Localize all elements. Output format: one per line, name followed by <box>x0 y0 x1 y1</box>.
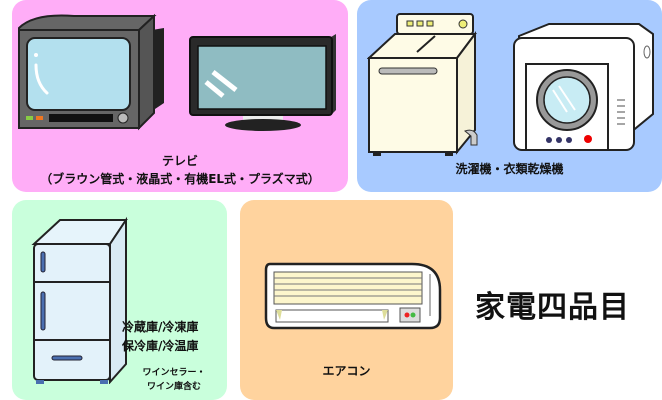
crt-tv-icon <box>18 13 164 131</box>
fridge-note-line1: ワインセラー・ <box>142 368 206 378</box>
refrigerator-panel: 冷蔵庫/冷凍庫 保冷庫/冷温庫 ワインセラー・ ワイン庫含む <box>12 200 227 400</box>
flat-tv-icon <box>189 34 336 131</box>
tv-panel: テレビ （ブラウン管式・液晶式・有機EL式・プラズマ式） <box>12 0 348 192</box>
air-conditioner-panel: エアコン <box>240 200 453 400</box>
refrigerator-icon <box>31 216 128 384</box>
tv-label: テレビ <box>161 154 198 168</box>
tv-sublabel: （ブラウン管式・液晶式・有機EL式・プラズマ式） <box>40 172 320 186</box>
fridge-note-line2: ワイン庫含む <box>146 382 201 392</box>
air-conditioner-label: エアコン <box>322 364 371 378</box>
washer-dryer-panel: 洗濯機・衣類乾燥機 <box>357 0 662 192</box>
fridge-label-line1: 冷蔵庫/冷凍庫 <box>122 320 199 334</box>
washer-dryer-label: 洗濯機・衣類乾燥機 <box>455 162 564 176</box>
washing-machine-icon <box>367 13 478 156</box>
clothes-dryer-icon <box>513 23 654 151</box>
page-title: 家電四品目 <box>475 290 630 325</box>
air-conditioner-icon <box>264 262 442 330</box>
fridge-label-line2: 保冷庫/冷温庫 <box>122 339 199 353</box>
